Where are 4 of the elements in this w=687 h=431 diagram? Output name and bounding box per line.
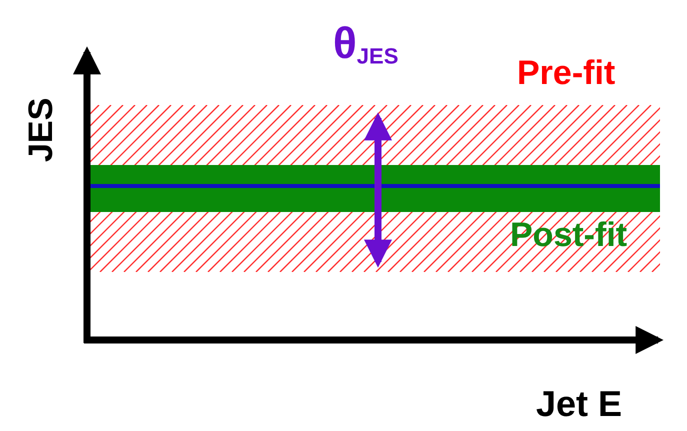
- parameter-label: θ$_{JES}$: [333, 22, 398, 68]
- band-label: Pre-fit: [517, 56, 616, 90]
- axis-label: JES: [24, 98, 58, 162]
- axis-label: Jet E: [536, 386, 622, 422]
